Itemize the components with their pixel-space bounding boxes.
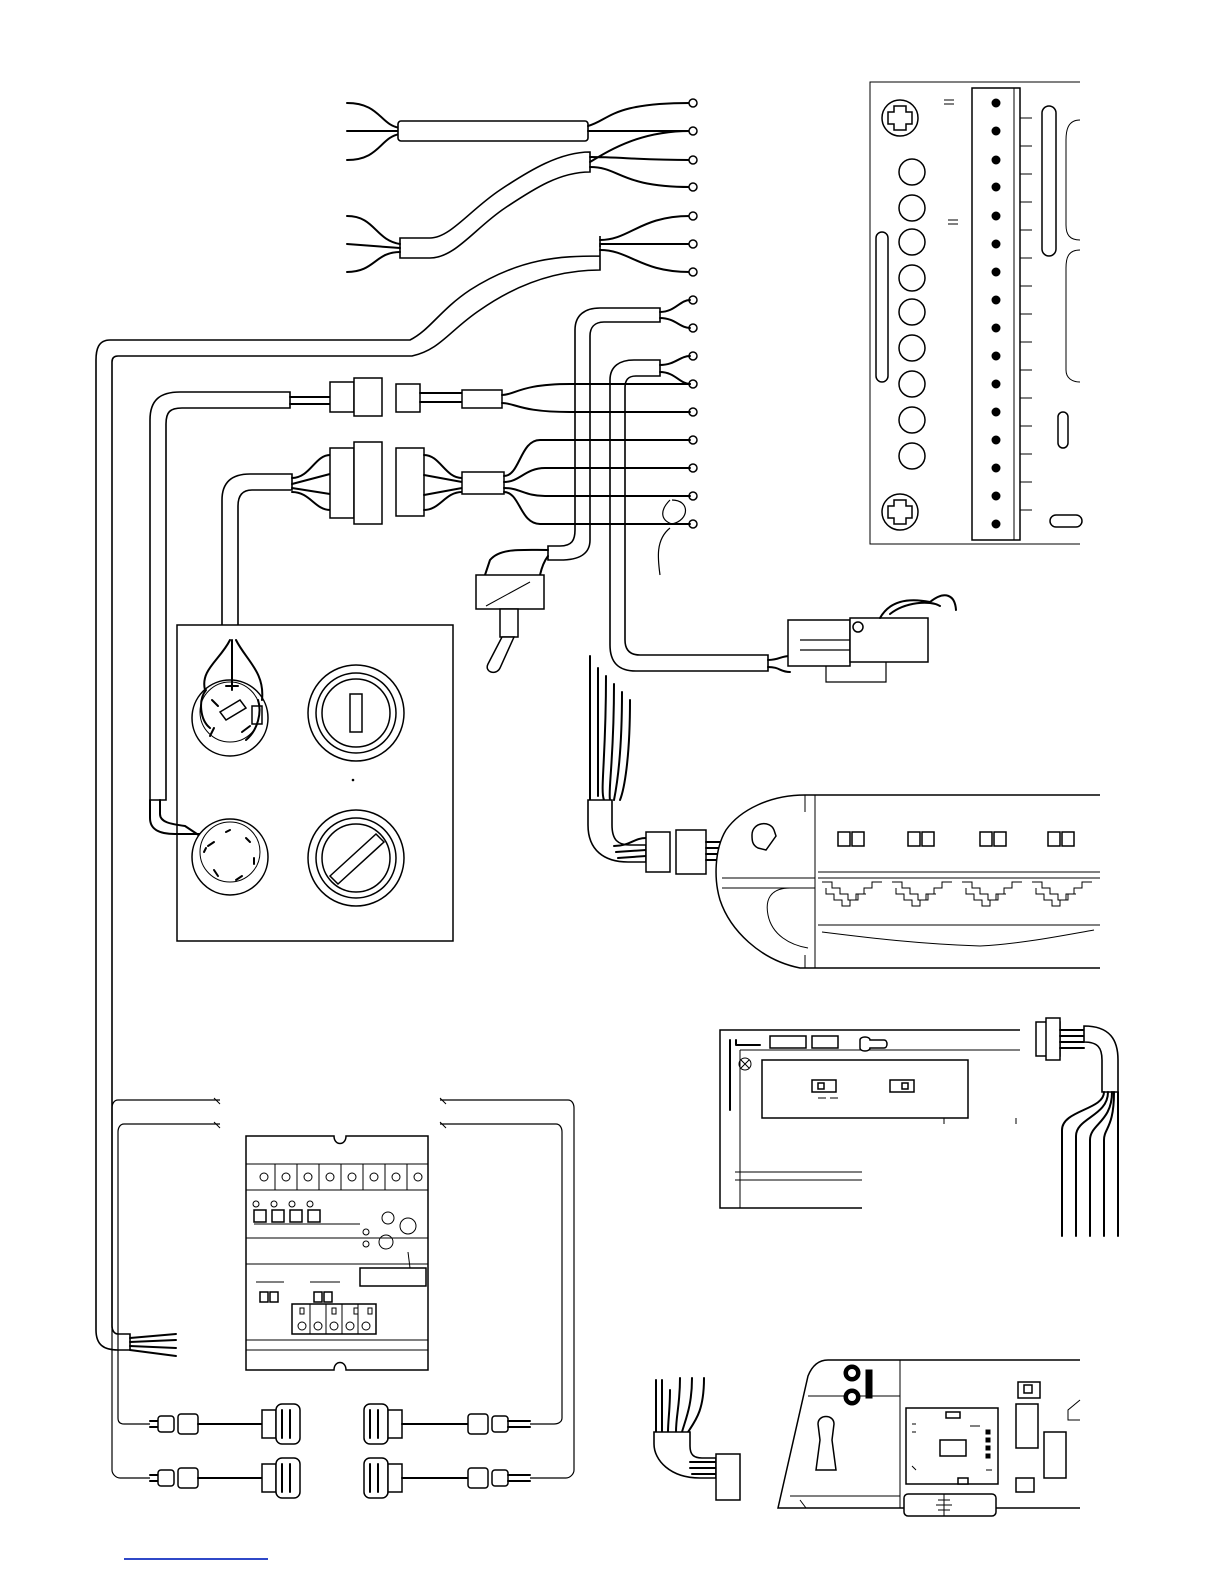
terminal-strip-panel (870, 82, 1082, 544)
footnote-link-underline[interactable] (124, 1558, 268, 1560)
key-switch-panel (150, 625, 453, 941)
toggle-switch (476, 550, 548, 672)
top-cable-bundle-c (600, 216, 690, 272)
key-switch-icon (308, 665, 404, 761)
bulkhead-fitting-icon (364, 1458, 530, 1498)
top-cable-bundle-a (347, 103, 690, 160)
mounting-screw-icon (882, 494, 918, 530)
multi-pin-connector-icon (1036, 1018, 1118, 1236)
mounting-screw-icon (882, 100, 918, 136)
control-board (654, 1360, 1080, 1516)
indicator-circle-column (899, 159, 925, 469)
sensor-module (588, 656, 1100, 968)
micro-switch (768, 595, 956, 682)
terminal-dot-column (689, 99, 697, 528)
bulkhead-fitting-icon (150, 1458, 300, 1498)
bulkhead-fitting-icon (364, 1404, 530, 1444)
key-switch-icon (308, 810, 404, 906)
top-cable-bundle-b (347, 131, 690, 272)
bulkhead-fittings (150, 1404, 530, 1498)
terminal-row-bottom (292, 1304, 376, 1334)
device-housing (720, 1018, 1118, 1236)
microswitch-cable (610, 356, 768, 671)
bulkhead-fitting-icon (150, 1404, 300, 1444)
